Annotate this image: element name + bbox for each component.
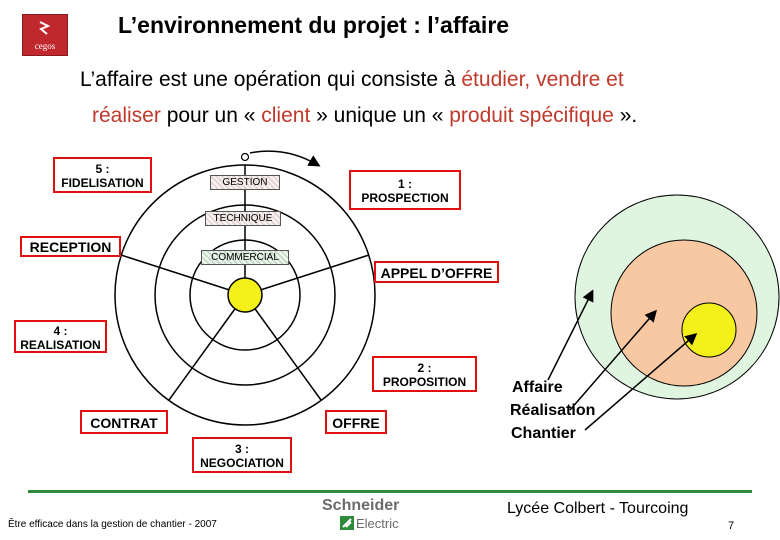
step-label: NEGOCIATION	[200, 456, 284, 470]
arrow-affaire	[547, 289, 594, 381]
intro-text: pour un «	[160, 104, 262, 127]
ring-label-technique: TECHNIQUE	[205, 211, 281, 226]
chantier-circle	[681, 302, 737, 358]
step-label: PROSPECTION	[361, 191, 449, 205]
step-offre: OFFRE	[325, 410, 387, 434]
intro-highlight: étudier, vendre et	[461, 68, 624, 91]
footer-school: Lycée Colbert - Tourcoing	[507, 500, 689, 517]
logo-text: cegos	[34, 41, 56, 51]
label-affaire: Affaire	[512, 379, 563, 396]
label-chantier: Chantier	[511, 425, 576, 442]
rotation-origin-icon	[240, 152, 250, 162]
intro-highlight: réaliser	[92, 104, 161, 127]
step-number: 1 :	[397, 177, 412, 191]
step-number: 5 :	[95, 162, 110, 176]
intro-line-2: réaliser pour un « client » unique un « …	[92, 104, 637, 128]
logo-mark-icon	[38, 20, 51, 36]
schneider-logo: Schneider Electric	[322, 497, 412, 533]
intro-text: ».	[613, 104, 638, 127]
step-prospection: 1 : PROSPECTION	[349, 170, 461, 210]
page-number: 7	[728, 520, 735, 532]
step-label: PROPOSITION	[382, 375, 467, 389]
step-appel-offre: APPEL D’OFFRE	[374, 261, 499, 283]
step-negociation: 3 : NEGOCIATION	[192, 437, 292, 473]
ring-label-gestion: GESTION	[210, 175, 280, 190]
realisation-circle	[610, 239, 758, 387]
arrow-chantier	[584, 333, 698, 431]
center-core	[227, 277, 263, 313]
footer-divider	[28, 490, 752, 493]
step-number: 4 :	[53, 324, 68, 338]
step-reception: RECEPTION	[20, 236, 121, 257]
brand-top: Schneider	[322, 497, 400, 514]
step-proposition: 2 : PROPOSITION	[372, 356, 477, 392]
step-fidelisation: 5 : FIDELISATION	[53, 157, 152, 193]
schneider-mark-icon	[340, 516, 354, 530]
intro-text: » unique un «	[310, 104, 450, 127]
intro-highlight-produit: produit spécifique	[449, 104, 614, 127]
rotation-arrow-icon	[249, 150, 321, 167]
cycle-spokes	[120, 165, 370, 401]
step-number: 3 :	[234, 442, 249, 456]
step-realisation: 4 : REALISATION	[14, 320, 107, 353]
arrow-realisation	[569, 309, 657, 411]
footer-caption: Être efficace dans la gestion de chantie…	[8, 519, 217, 530]
step-label: REALISATION	[20, 338, 101, 352]
intro-text: L’affaire est une opération qui consiste…	[80, 68, 462, 91]
intro-highlight-client: client	[261, 104, 311, 127]
brand-bottom: Electric	[356, 516, 399, 531]
step-contrat: CONTRAT	[80, 410, 168, 434]
label-realisation: Réalisation	[510, 402, 596, 419]
step-number: 2 :	[417, 361, 432, 375]
ring-label-commercial: COMMERCIAL	[201, 250, 289, 265]
step-label: FIDELISATION	[61, 176, 144, 190]
cegos-logo: cegos	[22, 14, 68, 56]
page-title: L’environnement du projet : l’affaire	[118, 12, 510, 38]
intro-line-1: L’affaire est une opération qui consiste…	[80, 68, 624, 92]
